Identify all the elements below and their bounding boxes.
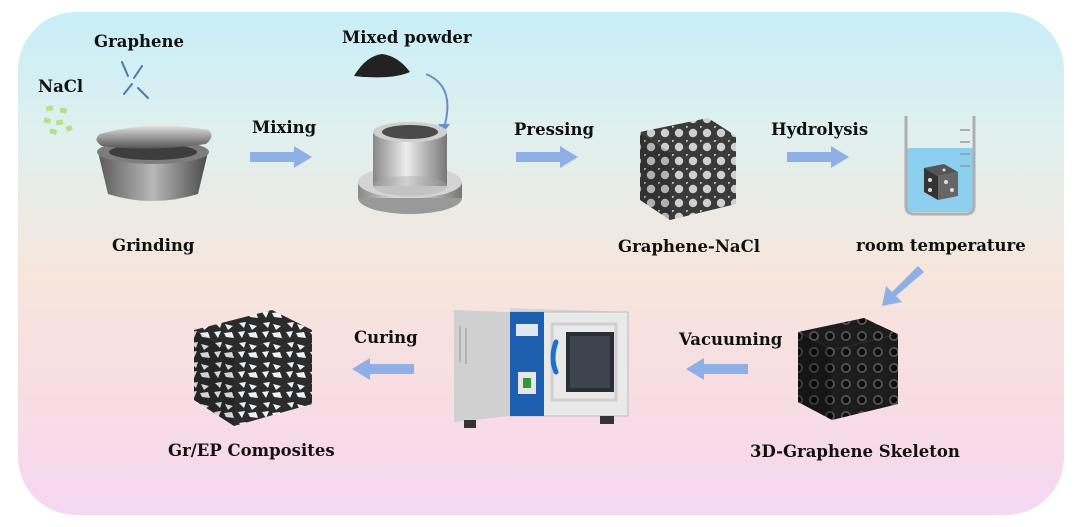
- graphene-flakes-icon: [118, 58, 154, 102]
- arrow-down: [880, 262, 926, 308]
- arrow-vacuuming: [684, 358, 748, 380]
- label-grinding: Grinding: [112, 236, 194, 255]
- label-hydrolysis: Hydrolysis: [771, 120, 868, 139]
- label-nacl: NaCl: [38, 77, 83, 96]
- label-skeleton: 3D-Graphene Skeleton: [750, 442, 960, 461]
- mortar-pestle-icon: [90, 112, 220, 212]
- mixed-powder-icon: [352, 50, 412, 80]
- label-mixed-powder: Mixed powder: [342, 28, 472, 47]
- label-curing: Curing: [354, 328, 418, 347]
- label-vacuuming: Vacuuming: [679, 330, 782, 349]
- arrow-pressing: [516, 146, 580, 168]
- press-mold-icon: [355, 118, 465, 218]
- graphene-nacl-cube-icon: [630, 112, 742, 222]
- label-composites: Gr/EP Composites: [168, 441, 335, 460]
- label-room-temperature: room temperature: [856, 236, 1026, 255]
- label-graphene: Graphene: [94, 32, 184, 51]
- vacuum-oven-icon: [450, 302, 635, 436]
- gr-ep-cube-icon: [188, 300, 318, 430]
- arrow-hydrolysis: [787, 146, 851, 168]
- nacl-crystals-icon: [40, 104, 80, 140]
- arrow-curing: [350, 358, 414, 380]
- arrow-mixing: [250, 146, 314, 168]
- graphene-skeleton-icon: [790, 312, 902, 424]
- label-pressing: Pressing: [514, 120, 594, 139]
- label-graphene-nacl: Graphene-NaCl: [618, 237, 760, 256]
- label-mixing: Mixing: [252, 118, 316, 137]
- beaker-icon: [900, 110, 980, 220]
